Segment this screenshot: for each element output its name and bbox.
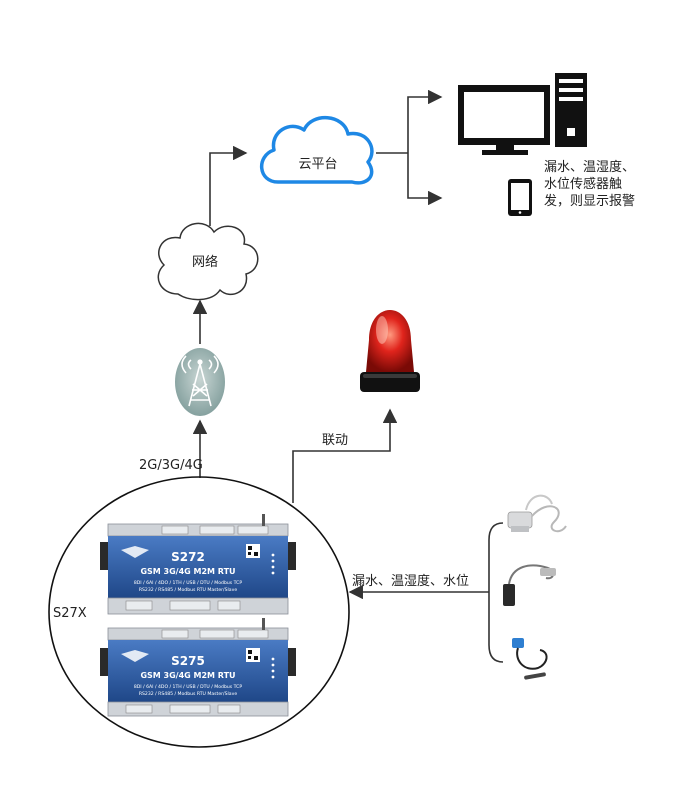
device-2-model: S275: [171, 654, 205, 668]
device-1-features: 8DI / 6AI / 4DO / 1TH / USB / DTU / Modb…: [134, 580, 243, 586]
monitor-icon: [458, 85, 550, 155]
edge-linkage-to-alarm: [292, 408, 398, 503]
tower-icon: [175, 348, 225, 416]
sensor-temperature-humidity-icon: [503, 564, 556, 606]
connectors: [192, 89, 504, 663]
network-cloud: 网络: [157, 222, 259, 301]
sensor-leak-icon: [507, 494, 567, 533]
alarm-light-icon: [360, 310, 420, 392]
edge-to-phone: [407, 153, 443, 206]
device-group-circle: [48, 476, 350, 748]
computer: [458, 73, 587, 155]
edge-label-cellular: 2G/3G/4G: [139, 458, 203, 473]
device-1-model: S272: [171, 550, 205, 564]
rtu-device-1: S272 GSM 3G/4G M2M RTU 8DI / 6AI / 4DO /…: [100, 514, 296, 615]
edge-label-linkage: 联动: [322, 433, 348, 448]
cloud-icon: [259, 115, 374, 185]
edge-network-to-platform: [209, 145, 248, 226]
edge-to-computer: [407, 89, 443, 153]
phone-icon: [508, 179, 532, 216]
device-2-features2: RS232 / RS485 / Modbus RTU Master/Slave: [139, 691, 238, 697]
alarm-note: 漏水、温湿度、水位传感器触发，则显示报警: [544, 160, 636, 209]
network-label: 网络: [192, 254, 218, 270]
device-2-title: GSM 3G/4G M2M RTU: [140, 671, 235, 680]
network-cloud-icon: [157, 222, 259, 301]
device-1-features2: RS232 / RS485 / Modbus RTU Master/Slave: [139, 587, 238, 593]
cloud-platform: 云平台: [259, 115, 374, 185]
device-group: S27X: [48, 476, 350, 748]
pc-tower-icon: [555, 73, 587, 147]
device-group-label: S27X: [53, 606, 87, 621]
cloud-platform-label: 云平台: [298, 157, 337, 172]
sensor-water-level-icon: [512, 638, 548, 680]
sensor-bracket: [488, 522, 504, 663]
device-2-features: 8DI / 6AI / 4DO / 1TH / USB / DTU / Modb…: [134, 684, 243, 690]
edge-label-sensors: 漏水、温湿度、水位: [352, 573, 469, 589]
rtu-device-2: S275 GSM 3G/4G M2M RTU 8DI / 6AI / 4DO /…: [100, 618, 296, 717]
device-1-title: GSM 3G/4G M2M RTU: [140, 567, 235, 576]
